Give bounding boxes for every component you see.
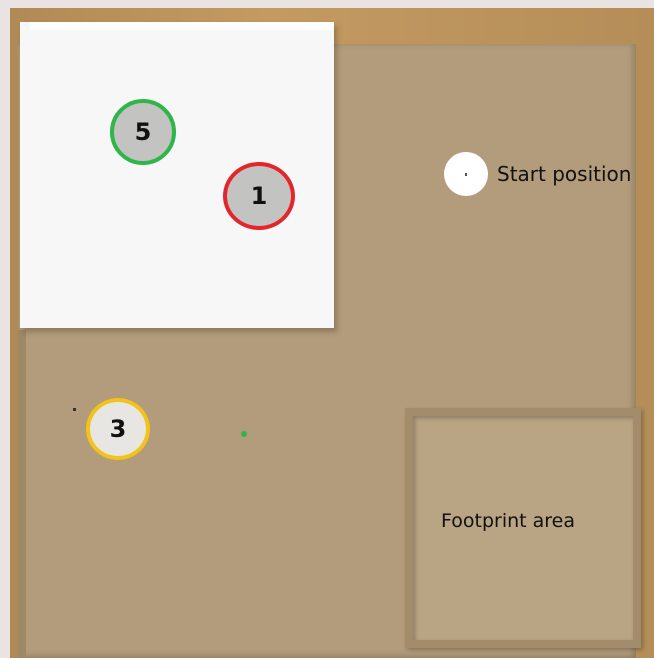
marker-3-label: 3 xyxy=(110,415,127,443)
start-position-label: Start position xyxy=(497,162,631,186)
block-top-edge xyxy=(30,22,334,30)
green-dot xyxy=(241,431,247,437)
marker-5: 5 xyxy=(110,99,176,165)
marker-5-label: 5 xyxy=(135,118,152,146)
board-edge xyxy=(18,330,26,658)
start-pin xyxy=(465,173,467,176)
speck xyxy=(73,408,76,411)
marker-1-label: 1 xyxy=(251,182,268,210)
start-position-marker xyxy=(444,152,488,196)
footprint-area-label: Footprint area xyxy=(441,510,575,532)
marker-3: 3 xyxy=(86,398,150,460)
marker-1: 1 xyxy=(223,162,295,230)
